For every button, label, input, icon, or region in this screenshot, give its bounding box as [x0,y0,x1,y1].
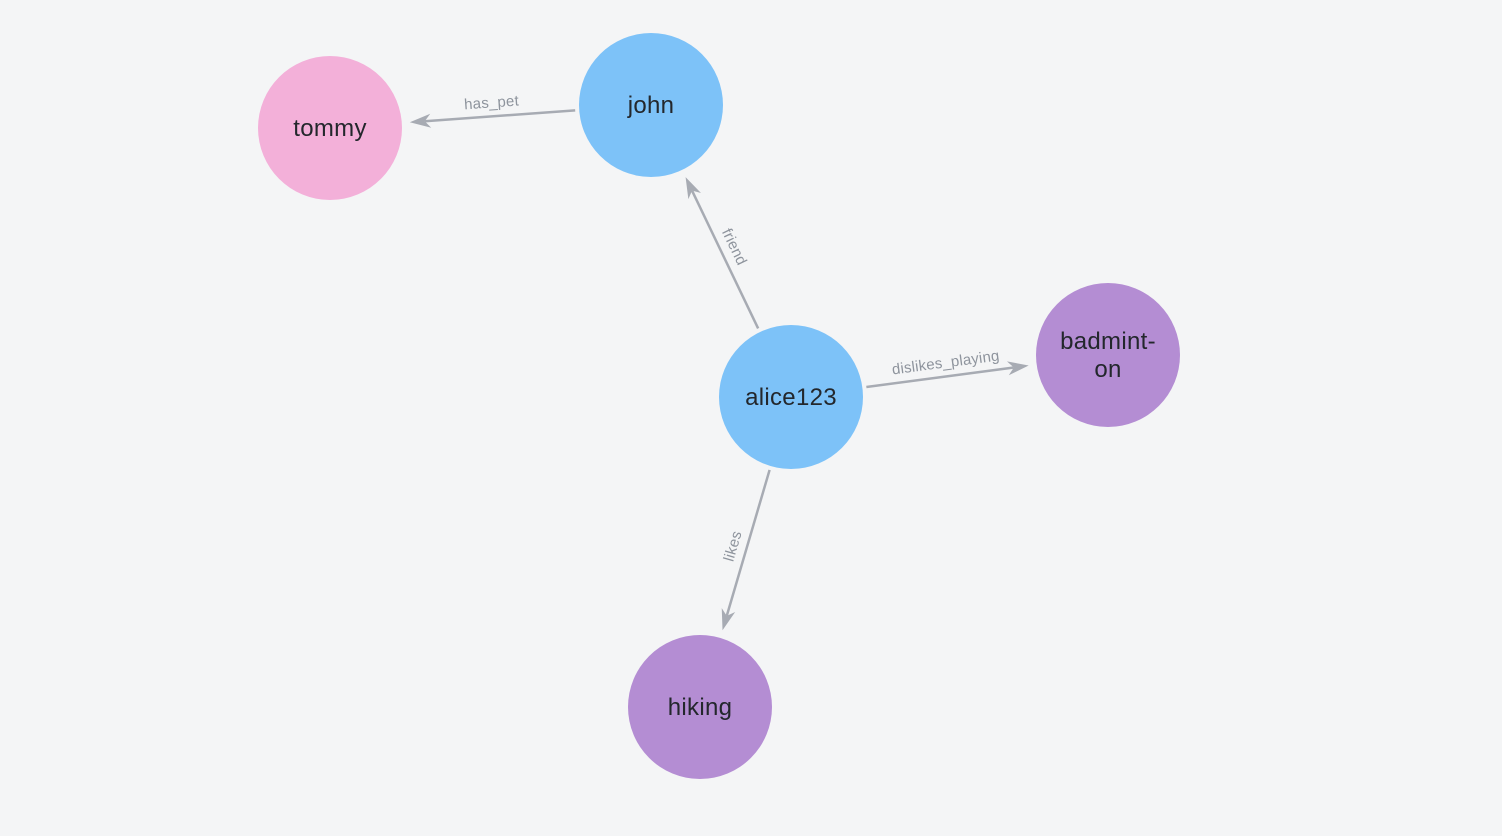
graph-edge-dislikes_playing[interactable]: dislikes_playing [866,347,1029,389]
edge-line[interactable] [690,190,760,330]
node-label[interactable]: tommy [293,115,367,142]
node-circle[interactable] [719,325,863,469]
edge-label[interactable]: dislikes_playing [891,347,1001,378]
edge-arrowhead[interactable] [1006,361,1029,376]
edge-arrowhead[interactable] [685,177,701,200]
graph-node-john[interactable]: john [579,33,723,177]
edge-label[interactable]: likes [721,529,746,564]
graph-edge-likes[interactable]: likes [721,469,771,631]
edge-line[interactable] [725,469,771,617]
edge-line[interactable] [866,366,1014,389]
graph-node-alice123[interactable]: alice123 [719,325,863,469]
graph-node-hiking[interactable]: hiking [628,635,772,779]
node-label[interactable]: hiking [668,694,733,721]
node-circle[interactable] [1036,283,1180,427]
edge-line[interactable] [424,109,576,123]
node-label[interactable]: badmint-on [1060,328,1156,383]
node-circle[interactable] [579,33,723,177]
node-label[interactable]: alice123 [745,384,837,411]
edge-arrowhead[interactable] [409,113,432,128]
node-circle[interactable] [258,56,402,200]
graph-node-tommy[interactable]: tommy [258,56,402,200]
edge-label[interactable]: friend [718,226,750,268]
graph-edge-has_pet[interactable]: has_pet [409,92,576,128]
edge-label[interactable]: has_pet [464,92,520,113]
node-circle[interactable] [628,635,772,779]
graph-edge-friend[interactable]: friend [685,177,760,330]
edge-arrowhead[interactable] [721,608,736,631]
graph-node-badminton[interactable]: badmint-on [1036,283,1180,427]
node-label[interactable]: john [627,92,675,119]
